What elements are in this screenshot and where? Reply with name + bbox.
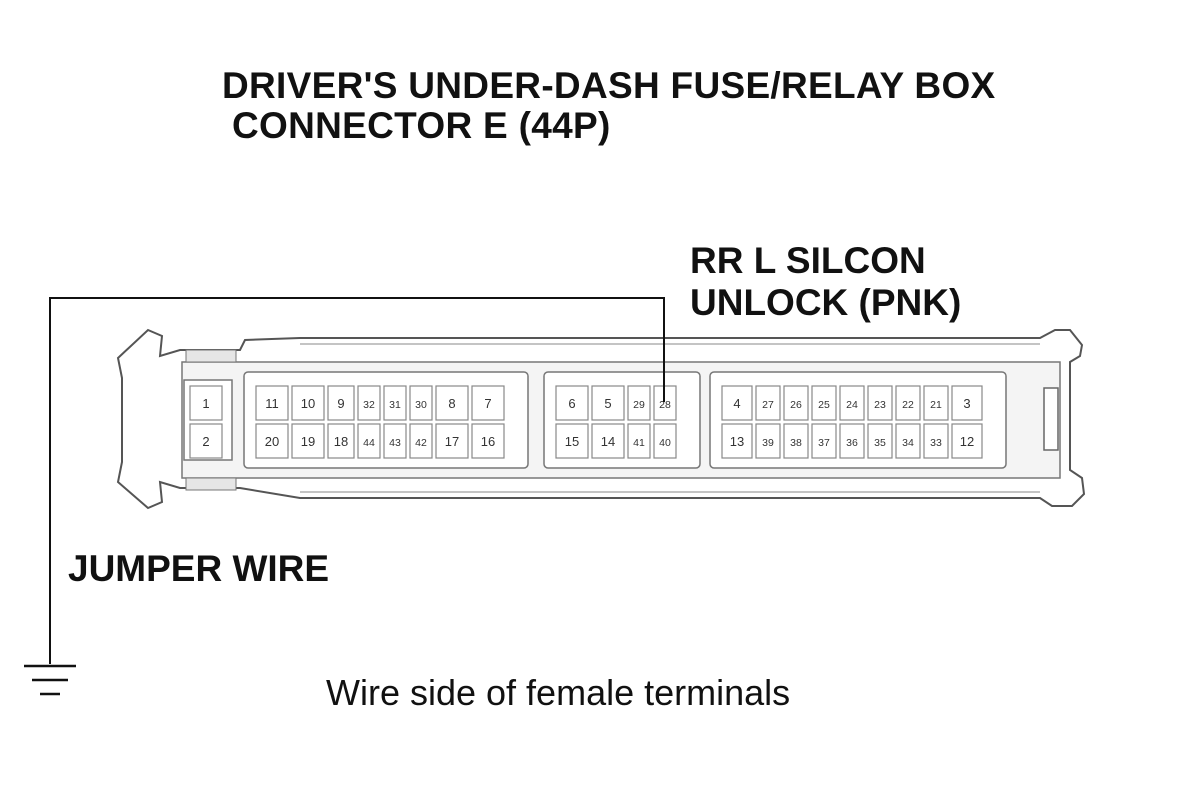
- ground-icon: [24, 664, 76, 696]
- terminal-number-15: 15: [565, 434, 579, 449]
- terminal-cavity-2: [189, 423, 223, 459]
- terminal-number-22: 22: [902, 399, 914, 411]
- terminal-cavity-39: [755, 423, 781, 459]
- terminal-cavity-35: [867, 423, 893, 459]
- terminal-cavity-30: [409, 385, 433, 421]
- terminal-cavity-6: [555, 385, 589, 421]
- terminal-number-5: 5: [604, 396, 611, 411]
- terminal-cavity-33: [923, 423, 949, 459]
- terminal-cavity-17: [435, 423, 469, 459]
- terminal-cavity-34: [895, 423, 921, 459]
- jumper-wire: [49, 297, 665, 664]
- terminal-cavity-40: [653, 423, 677, 459]
- terminal-number-16: 16: [481, 434, 495, 449]
- terminal-number-7: 7: [484, 396, 491, 411]
- terminal-number-6: 6: [568, 396, 575, 411]
- terminal-number-37: 37: [818, 437, 830, 449]
- terminal-cavity-16: [471, 423, 505, 459]
- terminal-cavity-21: [923, 385, 949, 421]
- terminal-cavity-20: [255, 423, 289, 459]
- terminal-cavity-25: [811, 385, 837, 421]
- terminal-number-10: 10: [301, 396, 315, 411]
- terminal-number-28: 28: [659, 399, 671, 411]
- terminal-number-42: 42: [415, 437, 427, 449]
- terminal-cavity-22: [895, 385, 921, 421]
- terminal-number-1: 1: [202, 396, 209, 411]
- terminal-label-line-1: RR L SILCON: [690, 240, 926, 281]
- terminal-cavity-27: [755, 385, 781, 421]
- terminal-cavity-43: [383, 423, 407, 459]
- terminal-number-39: 39: [762, 437, 774, 449]
- terminal-number-4: 4: [733, 396, 740, 411]
- terminal-number-21: 21: [930, 399, 942, 411]
- terminal-label: RR L SILCON UNLOCK (PNK): [690, 240, 961, 324]
- terminal-number-32: 32: [363, 399, 375, 411]
- terminal-number-29: 29: [633, 399, 645, 411]
- terminal-cavity-26: [783, 385, 809, 421]
- terminal-label-line-2: UNLOCK (PNK): [690, 282, 962, 323]
- terminal-number-17: 17: [445, 434, 459, 449]
- terminal-number-31: 31: [389, 399, 401, 411]
- terminal-cavity-42: [409, 423, 433, 459]
- terminal-cavity-7: [471, 385, 505, 421]
- terminal-number-40: 40: [659, 437, 671, 449]
- terminal-cavity-4: [721, 385, 753, 421]
- terminal-number-26: 26: [790, 399, 802, 411]
- terminal-number-24: 24: [846, 399, 858, 411]
- terminal-number-43: 43: [389, 437, 401, 449]
- terminal-number-9: 9: [337, 396, 344, 411]
- terminal-cavity-32: [357, 385, 381, 421]
- title-line-1: DRIVER'S UNDER-DASH FUSE/RELAY BOX: [222, 65, 996, 106]
- terminal-cavity-12: [951, 423, 983, 459]
- terminal-number-25: 25: [818, 399, 830, 411]
- terminal-cavity-11: [255, 385, 289, 421]
- terminal-cavity-29: [627, 385, 651, 421]
- terminal-number-41: 41: [633, 437, 645, 449]
- terminal-cavity-9: [327, 385, 355, 421]
- terminal-cavity-41: [627, 423, 651, 459]
- terminal-cavity-8: [435, 385, 469, 421]
- terminal-number-30: 30: [415, 399, 427, 411]
- terminal-number-27: 27: [762, 399, 774, 411]
- jumper-wire-label: JUMPER WIRE: [68, 548, 330, 589]
- terminal-cavity-38: [783, 423, 809, 459]
- terminal-number-44: 44: [363, 437, 375, 449]
- terminal-number-8: 8: [448, 396, 455, 411]
- terminal-number-13: 13: [730, 434, 744, 449]
- terminal-cavity-15: [555, 423, 589, 459]
- terminal-number-33: 33: [930, 437, 942, 449]
- terminal-number-38: 38: [790, 437, 802, 449]
- terminal-cavity-31: [383, 385, 407, 421]
- terminal-cavity-24: [839, 385, 865, 421]
- terminal-cavity-5: [591, 385, 625, 421]
- terminal-number-14: 14: [601, 434, 615, 449]
- terminal-cavity-1: [189, 385, 223, 421]
- terminal-number-19: 19: [301, 434, 315, 449]
- diagram-caption: Wire side of female terminals: [326, 672, 791, 713]
- terminal-cavity-14: [591, 423, 625, 459]
- terminal-cavity-10: [291, 385, 325, 421]
- terminal-number-34: 34: [902, 437, 914, 449]
- terminal-cavity-18: [327, 423, 355, 459]
- terminal-cavity-19: [291, 423, 325, 459]
- terminal-cavity-44: [357, 423, 381, 459]
- terminal-cavity-3: [951, 385, 983, 421]
- terminal-number-18: 18: [334, 434, 348, 449]
- terminal-cavity-36: [839, 423, 865, 459]
- terminal-cavity-13: [721, 423, 753, 459]
- terminal-number-2: 2: [202, 434, 209, 449]
- terminal-number-35: 35: [874, 437, 886, 449]
- terminal-number-20: 20: [265, 434, 279, 449]
- diagram-title: DRIVER'S UNDER-DASH FUSE/RELAY BOX CONNE…: [222, 66, 996, 146]
- terminal-number-3: 3: [963, 396, 970, 411]
- terminal-number-36: 36: [846, 437, 858, 449]
- terminal-number-12: 12: [960, 434, 974, 449]
- title-line-2: CONNECTOR E (44P): [232, 105, 611, 146]
- terminal-grid: 1211201019918324431433042817716615514294…: [189, 385, 983, 459]
- terminal-cavity-37: [811, 423, 837, 459]
- terminal-number-23: 23: [874, 399, 886, 411]
- terminal-number-11: 11: [265, 396, 279, 411]
- terminal-cavity-23: [867, 385, 893, 421]
